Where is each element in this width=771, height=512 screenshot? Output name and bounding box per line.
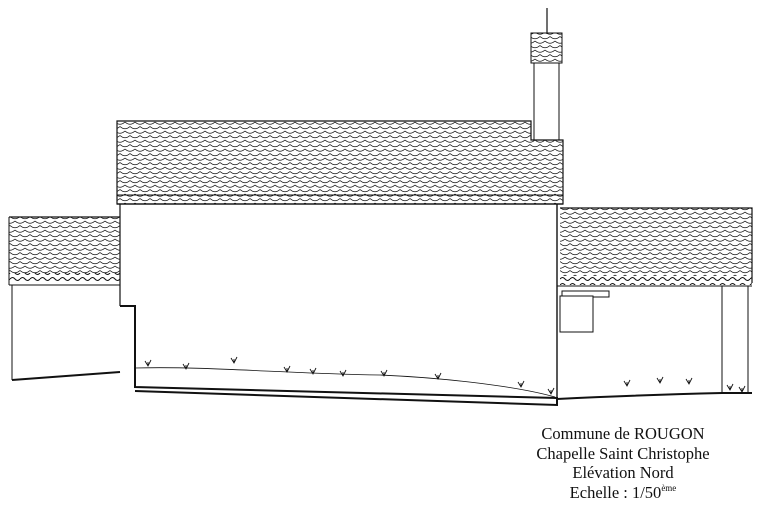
grass-tufts (144, 356, 746, 395)
grass-tuft (517, 380, 525, 388)
chimney-cap (530, 32, 563, 64)
side-box (559, 295, 594, 333)
view-label: Elévation Nord (572, 463, 674, 482)
right-annex (556, 207, 753, 400)
building-label: Chapelle Saint Christophe (536, 443, 710, 463)
grass-tuft (685, 377, 693, 385)
grass-tuft (182, 362, 190, 370)
title-block: Commune de ROUGON Chapelle Saint Christo… (508, 424, 738, 502)
scale-suffix: ème (661, 482, 677, 493)
grass-tuft (339, 369, 347, 377)
grass-tuft (738, 385, 746, 393)
scale-label: Echelle : 1/50 (569, 482, 662, 502)
grass-tuft (144, 359, 152, 367)
grass-tuft (623, 379, 631, 387)
grass-tuft (283, 365, 291, 373)
grass-tuft (230, 356, 238, 364)
grass-tuft (547, 387, 555, 395)
scale-line: Echelle : 1/50ème (508, 483, 738, 503)
main-wall (119, 204, 558, 407)
grass-tuft (726, 383, 734, 391)
grass-tuft (434, 372, 442, 380)
main-roof (116, 120, 564, 205)
grass-tuft (656, 376, 664, 384)
left-annex (8, 216, 121, 381)
chimney (530, 8, 563, 141)
commune-label: Commune de ROUGON (541, 424, 705, 443)
grass-tuft (380, 369, 388, 377)
grass-tuft (309, 367, 317, 375)
chimney-stack (533, 62, 560, 141)
